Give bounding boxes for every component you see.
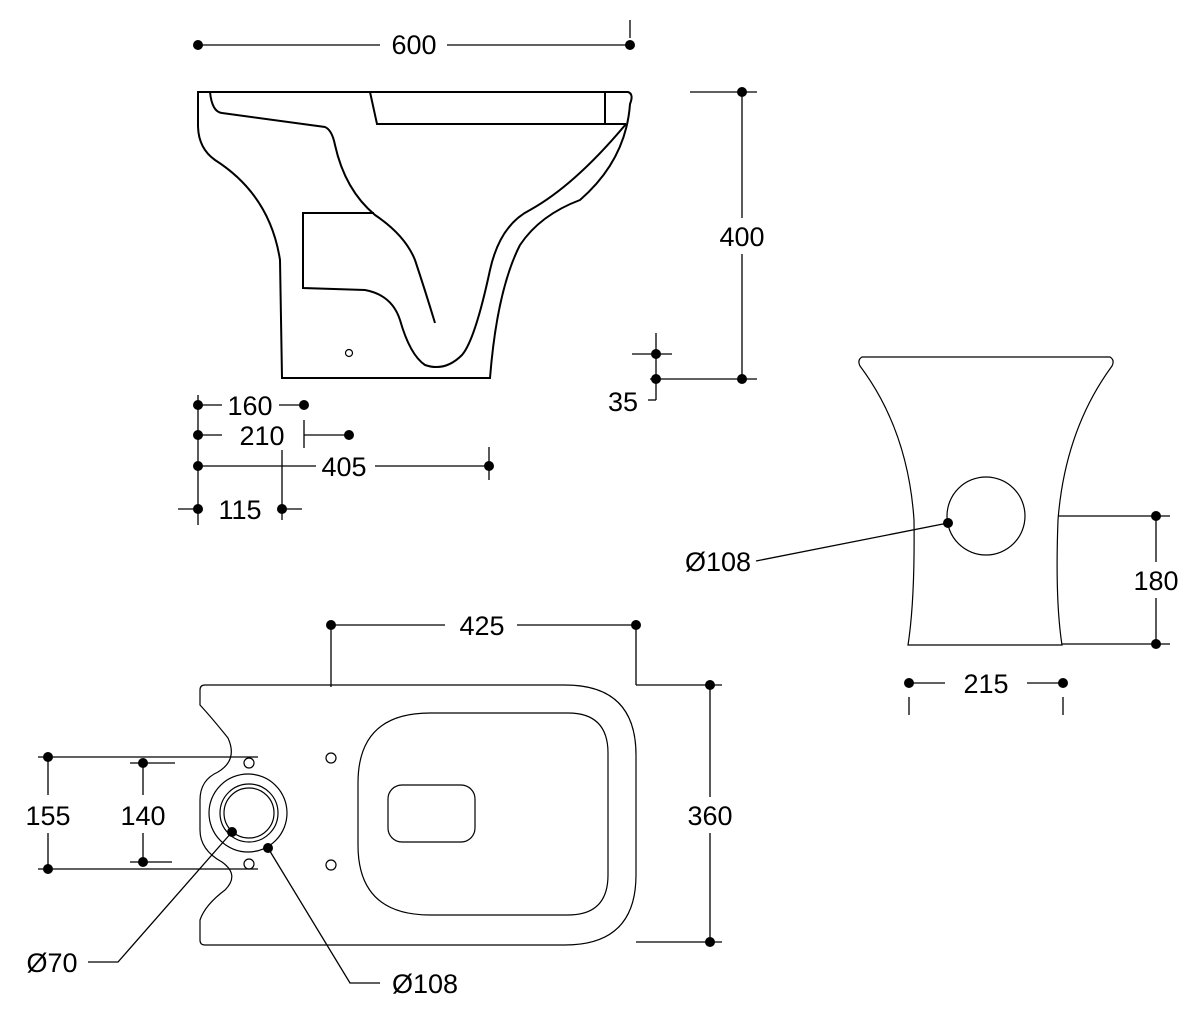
front-outlet-height: 180 <box>1133 566 1178 596</box>
dim-115: 115 <box>218 495 261 525</box>
dim-width: 600 <box>391 30 436 60</box>
plan-depth: 360 <box>687 801 732 831</box>
plan-fix-155: 155 <box>25 801 70 831</box>
side-outline <box>197 91 633 379</box>
plan-seat <box>357 712 609 916</box>
side-inner-bowl <box>209 91 436 324</box>
dim-height: 400 <box>719 222 764 252</box>
front-outlet-dia: Ø108 <box>685 547 751 577</box>
front-view: Ø108 180 215 <box>685 356 1184 715</box>
plan-outer-dia: Ø108 <box>392 969 458 999</box>
plan-outline <box>199 684 637 946</box>
plan-outlet-outer <box>208 773 288 853</box>
side-dimensions: 600 400 35 160 210 405 115 <box>178 20 770 525</box>
plan-cistern-hole <box>387 784 476 843</box>
side-view <box>197 91 633 379</box>
plan-width: 425 <box>459 611 504 641</box>
dim-405: 405 <box>321 452 366 482</box>
plan-fix-140: 140 <box>120 801 165 831</box>
plan-view: Ø70 Ø108 425 360 155 140 <box>25 611 738 999</box>
side-trap <box>302 123 627 368</box>
front-spacing: 215 <box>963 669 1008 699</box>
front-outlet <box>946 476 1026 556</box>
dim-210: 210 <box>239 421 284 451</box>
side-seat <box>369 91 626 125</box>
dim-offset: 35 <box>608 387 638 417</box>
side-hole <box>344 348 354 358</box>
dim-160: 160 <box>227 391 272 421</box>
plan-inner-dia: Ø70 <box>26 948 77 978</box>
front-outline <box>858 356 1114 646</box>
